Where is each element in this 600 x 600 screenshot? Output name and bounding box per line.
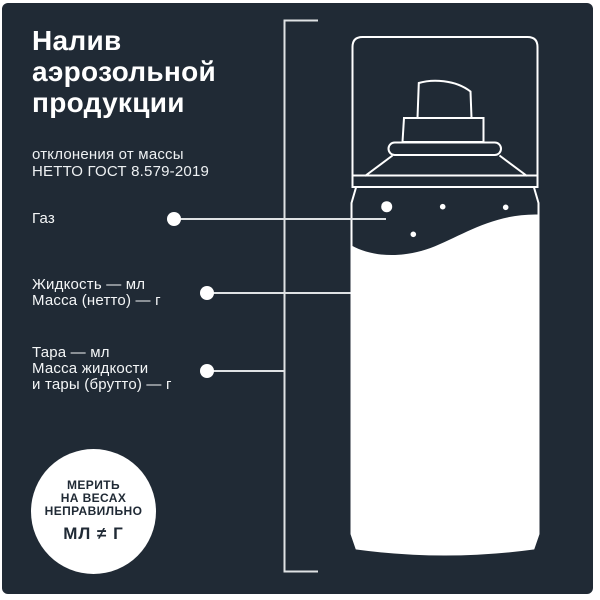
valve-cone-left	[364, 154, 394, 177]
callout-tare-line-3: и тары (брутто) — г	[32, 376, 172, 393]
height-bracket	[283, 19, 318, 573]
nozzle-base	[401, 117, 485, 143]
page-subtitle: отклонения от массы НЕТТО ГОСТ 8.579-201…	[32, 146, 209, 180]
badge-line-3: НЕПРАВИЛЬНО	[44, 504, 143, 518]
leader-dot-tare	[200, 364, 214, 378]
title-line-1: Налив	[32, 25, 122, 56]
gas-bubble	[439, 203, 446, 210]
callout-liquid-line-2: Масса (нетто) — г	[32, 292, 161, 309]
warning-badge: МЕРИТЬ НА ВЕСАХ НЕПРАВИЛЬНО МЛ ≠ Г	[31, 449, 156, 574]
nozzle-button	[416, 79, 473, 119]
gas-bubble	[410, 231, 417, 238]
can-body-outline	[350, 187, 540, 556]
valve-cone-right	[498, 154, 528, 177]
gas-bubble	[502, 204, 509, 211]
callout-leaders	[167, 212, 386, 378]
callout-gas-line-1: Газ	[32, 210, 55, 227]
can-shoulder	[351, 174, 539, 188]
title-line-2: аэрозольной	[32, 56, 217, 87]
callout-tare-line-2: Масса жидкости	[32, 360, 149, 377]
gas-bubbles	[381, 201, 509, 238]
leader-dot-liquid	[200, 286, 214, 300]
spray-can-illustration	[350, 36, 540, 556]
gas-bubble-large	[381, 201, 393, 213]
badge-formula: МЛ ≠ Г	[63, 524, 124, 543]
subtitle-line-2: НЕТТО ГОСТ 8.579-2019	[32, 163, 210, 180]
page-title: Налив аэрозольной продукции	[32, 25, 216, 118]
badge-line-1: МЕРИТЬ	[67, 478, 120, 492]
leader-dot-gas	[167, 212, 181, 226]
callout-label-tare: Тара — мл Масса жидкости и тары (брутто)…	[32, 345, 172, 393]
title-line-3: продукции	[32, 87, 185, 118]
can-cap-outline	[351, 36, 539, 177]
callout-tare-line-1: Тара — мл	[32, 344, 110, 361]
callout-label-liquid: Жидкость — мл Масса (нетто) — г	[32, 277, 161, 309]
liquid-fill	[351, 214, 539, 555]
callout-label-gas: Газ	[32, 211, 55, 227]
badge-line-2: НА ВЕСАХ	[60, 491, 127, 505]
valve-rim	[387, 141, 502, 156]
callout-liquid-line-1: Жидкость — мл	[32, 276, 146, 293]
subtitle-line-1: отклонения от массы	[32, 146, 184, 163]
